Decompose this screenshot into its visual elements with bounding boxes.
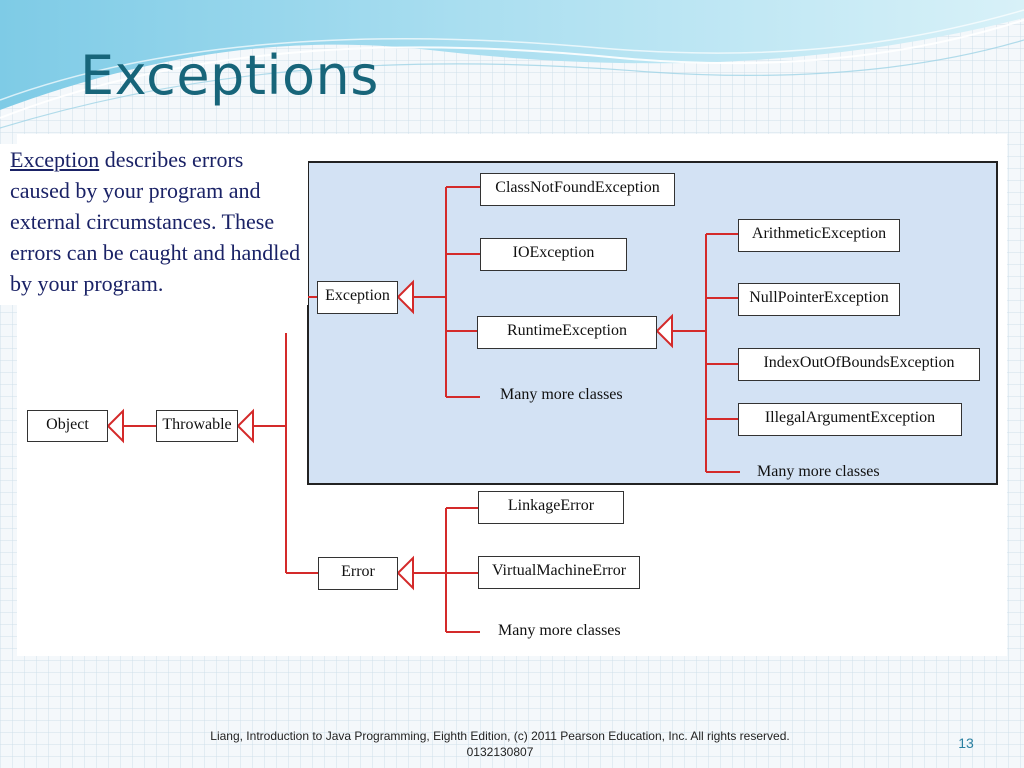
class-box-illegalargumentexception: IllegalArgumentException — [738, 403, 962, 436]
page-number: 13 — [958, 735, 974, 751]
class-box-classnotfoundexception: ClassNotFoundException — [480, 173, 675, 206]
arrowhead-runtime — [655, 313, 673, 349]
arrowhead-exception — [396, 279, 414, 315]
slide-footer: Liang, Introduction to Java Programming,… — [210, 729, 790, 759]
exception-term: Exception — [10, 147, 100, 172]
class-box-indexoutofboundsexception: IndexOutOfBoundsException — [738, 348, 980, 381]
note-error-more-classes: Many more classes — [498, 622, 621, 639]
slide-title: Exceptions — [80, 44, 379, 107]
class-box-ioexception: IOException — [480, 238, 627, 271]
class-box-throwable: Throwable — [156, 410, 238, 442]
description-text: describes errors caused by your program … — [10, 147, 301, 296]
arrowhead-error — [396, 555, 414, 591]
class-box-exception: Exception — [317, 281, 398, 314]
class-box-linkageerror: LinkageError — [478, 491, 624, 524]
class-box-error: Error — [318, 557, 398, 590]
note-runtime-more-classes: Many more classes — [757, 463, 880, 480]
class-box-nullpointerexception: NullPointerException — [738, 283, 900, 316]
exception-description: Exception describes errors caused by you… — [0, 144, 308, 305]
arrowhead-throwable — [236, 408, 254, 444]
class-box-runtimeexception: RuntimeException — [477, 316, 657, 349]
class-box-object: Object — [27, 410, 108, 442]
arrowhead-object — [106, 408, 124, 444]
class-box-virtualmachineerror: VirtualMachineError — [478, 556, 640, 589]
class-box-arithmeticexception: ArithmeticException — [738, 219, 900, 252]
header-swoosh-decoration — [0, 0, 1024, 129]
note-exception-more-classes: Many more classes — [500, 386, 623, 403]
